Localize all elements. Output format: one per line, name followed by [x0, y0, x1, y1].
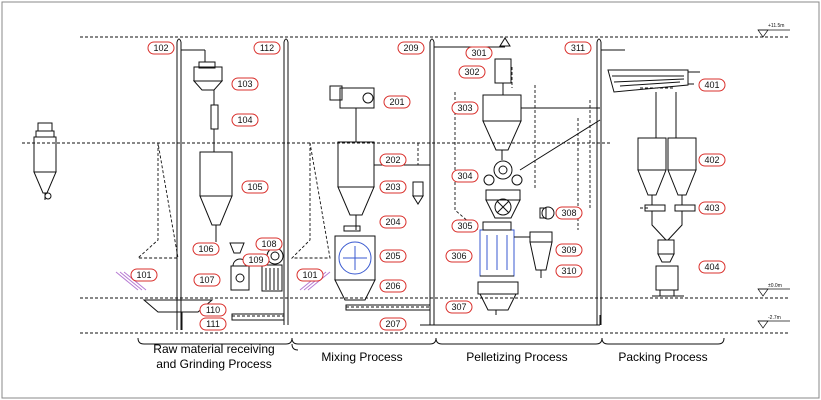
section-braces	[137, 337, 725, 351]
label-203: 203	[379, 180, 407, 194]
svg-text:402: 402	[704, 155, 719, 165]
svg-text:108: 108	[261, 239, 276, 249]
level-marker-ground: ±0.0m	[757, 283, 790, 297]
label-103: 103	[231, 77, 259, 91]
label-207: 207	[379, 317, 407, 331]
svg-text:303: 303	[457, 103, 472, 113]
label-204: 204	[379, 215, 407, 229]
label-202: 202	[379, 153, 407, 167]
svg-text:109: 109	[248, 255, 263, 265]
label-401: 401	[698, 78, 726, 92]
svg-text:207: 207	[385, 319, 400, 329]
svg-text:302: 302	[464, 67, 479, 77]
level-text-pit: -2.7m	[768, 315, 781, 321]
label-109: 109	[242, 253, 270, 267]
svg-text:310: 310	[561, 266, 576, 276]
label-112: 112	[253, 41, 281, 55]
svg-text:311: 311	[571, 43, 585, 53]
label-310: 310	[555, 264, 583, 278]
label-403: 403	[698, 201, 726, 215]
level-text-ground: ±0.0m	[768, 283, 782, 289]
svg-text:301: 301	[471, 48, 486, 58]
svg-text:104: 104	[237, 115, 252, 125]
svg-text:101: 101	[136, 270, 151, 280]
label-201: 201	[383, 95, 411, 109]
bucket-elevators	[176, 38, 625, 330]
intake-dashed-lines	[136, 67, 675, 259]
label-304: 304	[451, 169, 479, 183]
svg-text:105: 105	[247, 182, 262, 192]
svg-text:110: 110	[206, 305, 220, 315]
svg-text:203: 203	[385, 182, 400, 192]
svg-text:201: 201	[389, 97, 404, 107]
svg-text:111: 111	[206, 319, 220, 329]
label-305: 305	[451, 219, 479, 233]
label-301: 301	[465, 46, 493, 60]
section-title-raw-line1: Raw material receiving	[153, 342, 274, 356]
pelletizing-equipment	[477, 37, 601, 315]
svg-text:112: 112	[260, 43, 274, 53]
level-marker-top: +11.5m	[757, 23, 790, 38]
section-titles: Raw material receiving and Grinding Proc…	[153, 342, 707, 371]
label-303: 303	[451, 101, 479, 115]
level-lines	[22, 36, 790, 334]
label-106: 106	[192, 242, 220, 256]
label-102: 102	[147, 41, 175, 55]
label-306: 306	[445, 249, 473, 263]
section-title-mixing: Mixing Process	[321, 350, 402, 364]
level-marker-pit: -2.7m	[757, 315, 790, 329]
svg-text:209: 209	[403, 43, 418, 53]
svg-text:401: 401	[704, 80, 719, 90]
svg-text:204: 204	[385, 217, 400, 227]
svg-text:306: 306	[451, 251, 466, 261]
label-111: 111	[199, 317, 227, 331]
svg-text:308: 308	[561, 208, 576, 218]
label-101a: 101	[130, 268, 158, 282]
svg-text:404: 404	[704, 262, 719, 272]
label-205: 205	[379, 249, 407, 263]
packing-equipment	[420, 69, 700, 326]
svg-text:205: 205	[385, 251, 400, 261]
label-206: 206	[379, 279, 407, 293]
label-101b: 101	[296, 268, 324, 282]
label-110: 110	[199, 303, 227, 317]
label-402: 402	[698, 153, 726, 167]
svg-text:103: 103	[237, 79, 252, 89]
label-311: 311	[564, 41, 592, 55]
label-307: 307	[445, 300, 473, 314]
svg-text:307: 307	[451, 302, 466, 312]
svg-text:202: 202	[385, 155, 400, 165]
label-209: 209	[397, 41, 425, 55]
svg-text:106: 106	[198, 244, 213, 254]
label-107: 107	[193, 273, 221, 287]
svg-text:304: 304	[457, 171, 472, 181]
svg-text:403: 403	[704, 203, 719, 213]
svg-text:101: 101	[302, 270, 317, 280]
component-labels: 101 101 102 103 104 105 106 107 108 109 …	[130, 41, 726, 331]
dust-collector	[33, 122, 57, 200]
section-title-pelletizing: Pelletizing Process	[466, 350, 567, 364]
label-302: 302	[458, 65, 486, 79]
label-309: 309	[555, 243, 583, 257]
mixing-equipment	[329, 85, 431, 311]
label-108: 108	[255, 237, 283, 251]
svg-text:107: 107	[199, 275, 214, 285]
label-105: 105	[241, 180, 269, 194]
svg-text:102: 102	[153, 43, 168, 53]
section-title-raw-line2: and Grinding Process	[156, 357, 271, 371]
svg-text:309: 309	[561, 245, 576, 255]
svg-text:206: 206	[385, 281, 400, 291]
label-308: 308	[555, 206, 583, 220]
svg-text:305: 305	[457, 221, 472, 231]
label-104: 104	[231, 113, 259, 127]
level-text-top: +11.5m	[768, 23, 784, 29]
section-title-packing: Packing Process	[618, 350, 707, 364]
label-404: 404	[698, 260, 726, 274]
